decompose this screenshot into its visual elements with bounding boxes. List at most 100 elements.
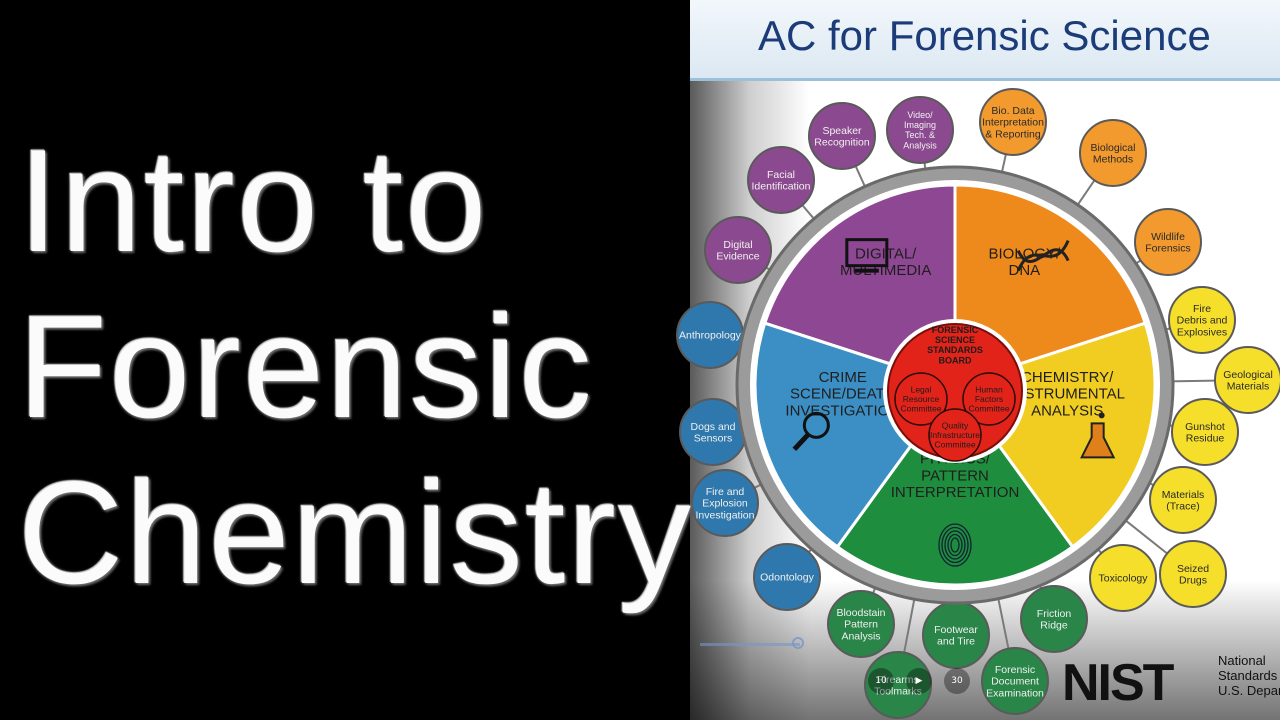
subcommittee-label: Gunshot	[1185, 421, 1225, 433]
subcommittee-label: & Reporting	[985, 128, 1041, 140]
center-title: BOARD	[939, 355, 972, 365]
sector-physics	[835, 382, 1075, 587]
committee-label: Quality	[942, 420, 969, 430]
sector-label: SCENE/DEATH	[790, 386, 896, 403]
subcommittee-label: Recognition	[814, 137, 870, 149]
subcommittee-label: Anthropology	[679, 330, 742, 342]
sector-label: CHEMISTRY/	[1021, 369, 1114, 386]
sector-biology	[953, 183, 1148, 388]
subcommittee-node-chemistry	[1171, 398, 1239, 466]
subcommittee-label: Evidence	[716, 251, 759, 263]
spoke-line	[903, 596, 916, 653]
subcommittee-label: Imaging	[904, 120, 936, 130]
subcommittee-node-digital	[808, 102, 876, 170]
sector-label: BIOLOGY/	[989, 245, 1062, 262]
sector-digital	[762, 183, 957, 388]
subcommittee-label: Tech. &	[905, 130, 935, 140]
subcommittee-label: Drugs	[1179, 575, 1207, 587]
fast-forward-icon[interactable]: 30	[944, 668, 970, 694]
subcommittee-label: Dogs and	[691, 421, 736, 433]
rewind-icon[interactable]: 10	[868, 668, 894, 694]
committee-circle	[928, 408, 982, 462]
center-title: FORENSIC	[932, 325, 979, 335]
committee-label: Human	[975, 384, 1003, 394]
subcommittee-label: Document	[991, 676, 1039, 688]
slide-header: AC for Forensic Science	[690, 0, 1280, 81]
title-line-1: Intro to	[18, 119, 489, 282]
subcommittee-label: Materials	[1227, 381, 1270, 393]
committee-label: Factors	[975, 394, 1003, 404]
subcommittee-label: Geological	[1223, 369, 1273, 381]
subcommittee-node-digital	[704, 216, 772, 284]
spoke-line	[1169, 379, 1216, 383]
subcommittee-node-physics	[864, 651, 932, 719]
subcommittee-label: Fire	[1193, 303, 1211, 315]
slide-title: AC for Forensic Science	[758, 12, 1211, 59]
subcommittee-node-chemistry	[1149, 466, 1217, 534]
subcommittee-label: Friction	[1037, 608, 1072, 620]
subcommittee-label: and Tire	[937, 636, 975, 648]
nist-logo: NIST	[1062, 654, 1174, 712]
subcommittee-label: Analysis	[903, 140, 937, 150]
subcommittee-node-chemistry	[1159, 540, 1227, 608]
subcommittee-node-chemistry	[1214, 346, 1280, 414]
subcommittee-label: Biological	[1091, 142, 1136, 154]
subcommittee-label: Pattern	[844, 619, 878, 631]
committee-label: Resource	[903, 394, 940, 404]
subcommittee-label: Seized	[1177, 563, 1209, 575]
sector-label: PATTERN	[921, 467, 989, 484]
video-progress-knob[interactable]	[792, 637, 804, 649]
sector-label: CRIME	[819, 369, 867, 386]
subcommittee-label: Toolmarks	[874, 686, 922, 698]
subcommittee-node-biology	[1079, 119, 1147, 187]
center-title: STANDARDS	[927, 345, 983, 355]
subcommittee-node-biology	[979, 88, 1047, 156]
nist-line: National	[1218, 653, 1266, 668]
subcommittee-label: Facial	[767, 169, 795, 181]
title-line-2: Forensic	[18, 285, 594, 448]
committee-circle	[894, 372, 948, 426]
sector-label: INTERPRETATION	[891, 484, 1020, 501]
nist-line: U.S. Depar	[1218, 683, 1280, 698]
subcommittee-node-crime	[753, 543, 821, 611]
subcommittee-label: Odontology	[760, 572, 814, 584]
play-icon[interactable]: ▶	[906, 668, 932, 694]
magnifier-icon	[792, 411, 830, 452]
subcommittee-label: Sensors	[694, 433, 733, 445]
committee-circle	[962, 372, 1016, 426]
subcommittee-label: Explosion	[702, 498, 748, 510]
subcommittee-label: Explosives	[1177, 326, 1227, 338]
subcommittee-label: Bloodstain	[836, 607, 885, 619]
subcommittee-label: Investigation	[696, 509, 755, 521]
nist-line: Standards	[1218, 668, 1278, 683]
video-title: Intro to Forensic Chemistry	[18, 118, 693, 616]
fingerprint-icon	[938, 523, 972, 567]
video-player-controls: 10 ▶ 30	[868, 668, 970, 694]
sector-label: INVESTIGATION	[785, 403, 900, 420]
video-progress-bar[interactable]	[700, 643, 800, 646]
center-title: SCIENCE	[935, 335, 975, 345]
subcommittee-label: (Trace)	[1166, 501, 1199, 513]
subcommittee-label: Forensics	[1145, 243, 1191, 255]
subcommittee-label: Firearms	[877, 674, 918, 686]
committee-label: Legal	[911, 384, 932, 394]
committee-label: Infrastructure	[930, 430, 980, 440]
title-line-3: Chemistry	[18, 451, 694, 614]
dna-icon	[1016, 240, 1070, 272]
flask-icon	[1080, 412, 1116, 459]
subcommittee-label: Interpretation	[982, 117, 1044, 129]
subcommittee-label: Identification	[752, 181, 811, 193]
subcommittee-label: Footwear	[934, 624, 978, 636]
subcommittee-label: Debris and	[1177, 315, 1228, 327]
subcommittee-label: Fire and	[706, 486, 745, 498]
subcommittee-node-physics	[827, 590, 895, 658]
subcommittee-node-crime	[691, 469, 759, 537]
subcommittee-label: Speaker	[822, 125, 862, 137]
subcommittee-label: Digital	[723, 239, 752, 251]
nist-caption: National Standards U.S. Depar	[1218, 653, 1280, 698]
sector-label: INSTRUMENTAL	[1009, 386, 1125, 403]
subcommittee-node-chemistry	[1089, 544, 1157, 612]
subcommittee-label: Examination	[986, 687, 1044, 699]
sector-label: DNA	[1009, 262, 1041, 279]
